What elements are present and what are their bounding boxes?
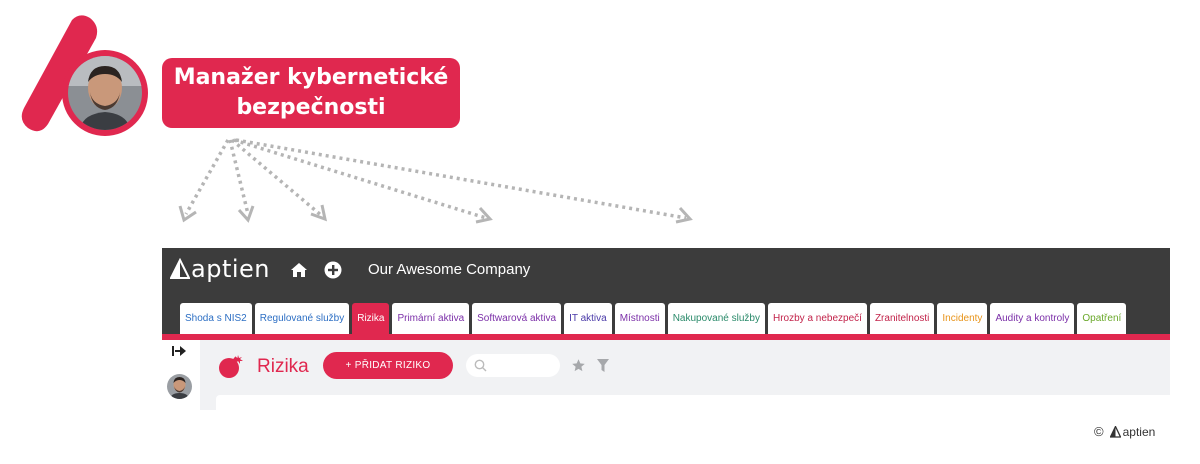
person-photo-icon (167, 374, 192, 399)
footer-logo: aptien (1109, 424, 1156, 439)
tab-rizika[interactable]: Rizika (352, 303, 390, 334)
brand-logo[interactable]: aptien (170, 255, 270, 283)
brand-name: aptien (191, 255, 270, 283)
expand-sidebar-icon[interactable] (172, 346, 186, 356)
content-panel (216, 395, 1170, 410)
aptien-logo-icon (1109, 425, 1121, 438)
footer: © aptien (1094, 424, 1155, 439)
sidebar (162, 340, 200, 410)
copyright-symbol: © (1094, 424, 1104, 439)
person-photo-icon (68, 56, 142, 130)
search-input[interactable] (466, 354, 560, 377)
tab-regulované-služby[interactable]: Regulované služby (254, 303, 350, 334)
tab-hrozby-a-nebezpečí[interactable]: Hrozby a nebezpečí (767, 303, 867, 334)
tab-shoda-s-nis2[interactable]: Shoda s NIS2 (180, 303, 252, 334)
tab-audity-a-kontroly[interactable]: Audity a kontroly (990, 303, 1075, 334)
tab-it-aktiva[interactable]: IT aktiva (564, 303, 612, 334)
add-circle-icon[interactable] (324, 261, 342, 279)
user-avatar[interactable] (167, 374, 192, 399)
top-bar: aptien Our Awesome Company (162, 248, 1170, 291)
brand-swoosh (21, 15, 98, 132)
star-icon[interactable] (571, 358, 586, 373)
search-icon (474, 359, 487, 372)
tab-softwarová-aktiva[interactable]: Softwarová aktiva (472, 303, 562, 334)
tab-nakupované-služby[interactable]: Nakupované služby (667, 303, 765, 334)
role-title-line-2: bezpečnosti (236, 95, 386, 120)
aptien-logo-icon (170, 258, 190, 279)
add-risk-button[interactable]: + PŘIDAT RIZIKO (323, 352, 453, 379)
home-icon[interactable] (290, 261, 308, 279)
main-content: Rizika + PŘIDAT RIZIKO (200, 340, 1170, 410)
role-badge: Manažer kybernetické bezpečnosti (162, 58, 460, 128)
footer-brand: aptien (1122, 424, 1156, 439)
role-title-line-1: Manažer kybernetické (173, 65, 449, 90)
tab-opatření[interactable]: Opatření (1077, 303, 1127, 334)
avatar (62, 50, 148, 136)
tab-incidenty[interactable]: Incidenty (937, 303, 988, 334)
tab-zranitelnosti[interactable]: Zranitelnosti (869, 303, 935, 334)
company-name[interactable]: Our Awesome Company (368, 261, 531, 278)
tab-místnosti[interactable]: Místnosti (614, 303, 665, 334)
filter-icon[interactable] (597, 359, 609, 372)
tab-primární-aktiva[interactable]: Primární aktiva (392, 303, 470, 334)
bomb-icon (219, 355, 243, 378)
page-title: Rizika (257, 356, 309, 377)
